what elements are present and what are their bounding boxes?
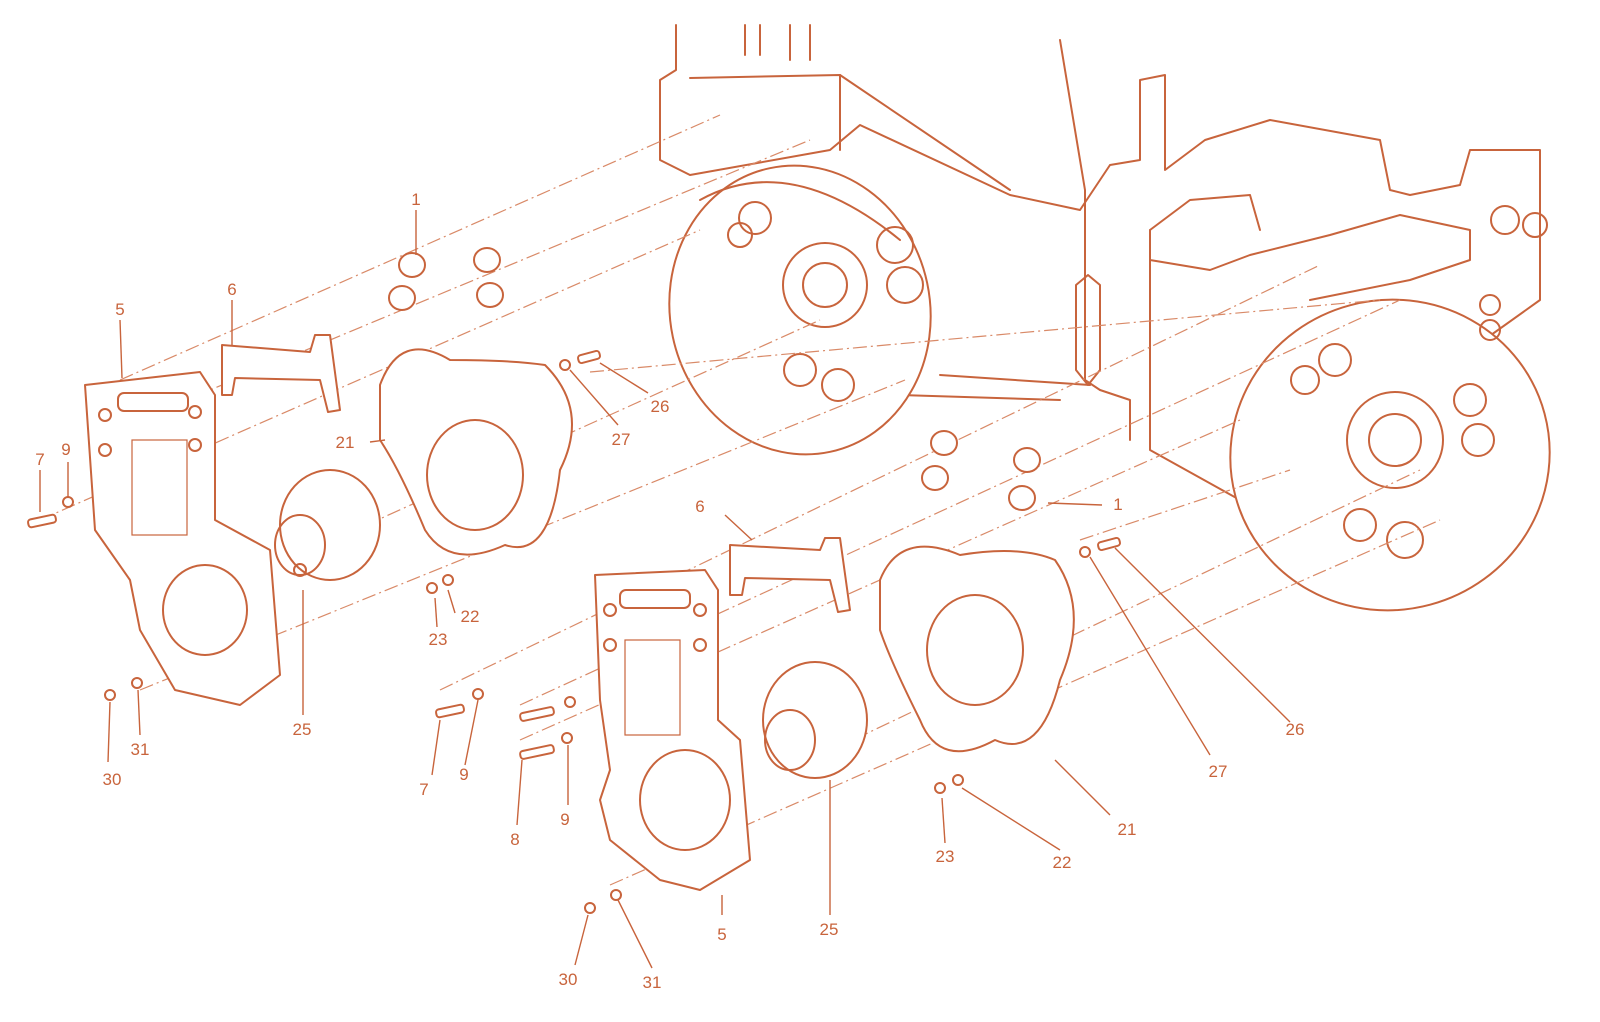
callout-9-mid: 9 (459, 765, 468, 784)
callout-31-right: 31 (643, 973, 662, 992)
callout-5-left: 5 (115, 300, 124, 319)
left-mount-plate-5 (84, 371, 281, 706)
callout-7-right: 7 (419, 780, 428, 799)
callout-labels: 1 1 5 5 6 6 7 7 8 9 9 9 21 21 22 22 23 2… (35, 190, 1304, 992)
callout-26-right: 26 (1286, 720, 1305, 739)
callout-31-left: 31 (131, 740, 150, 759)
left-bracket-6 (221, 334, 341, 413)
callout-1-left: 1 (411, 190, 420, 209)
left-motor-25 (274, 469, 381, 581)
callout-21-right: 21 (1118, 820, 1137, 839)
callout-26-left: 26 (651, 397, 670, 416)
callout-7-left: 7 (35, 450, 44, 469)
right-spacers-1 (921, 430, 1041, 511)
callout-6-right: 6 (695, 497, 704, 516)
callout-22-right: 22 (1053, 853, 1072, 872)
callout-23-right: 23 (936, 847, 955, 866)
callout-8: 8 (510, 830, 519, 849)
right-drum (1229, 294, 1551, 612)
callout-1-right: 1 (1113, 495, 1122, 514)
left-drum (668, 164, 932, 456)
callout-22-left: 22 (461, 607, 480, 626)
callout-21-left: 21 (336, 433, 355, 452)
right-bracket-6 (729, 537, 851, 613)
left-bolts (27, 349, 601, 701)
leader-lines (39, 210, 1291, 969)
right-bolts (435, 536, 1121, 914)
left-spacers-1 (388, 247, 504, 311)
right-motor-25 (762, 661, 868, 779)
callout-25-left: 25 (293, 720, 312, 739)
callout-30-right: 30 (559, 970, 578, 989)
callout-9-left: 9 (61, 440, 70, 459)
callout-23-left: 23 (429, 630, 448, 649)
left-cover-plate-21 (379, 348, 573, 556)
machine-frame (659, 24, 1548, 501)
callout-25-right: 25 (820, 920, 839, 939)
callout-6-left: 6 (227, 280, 236, 299)
callout-9-right: 9 (560, 810, 569, 829)
callout-27-right: 27 (1209, 762, 1228, 781)
right-mount-plate-5 (594, 569, 751, 891)
callout-27-left: 27 (612, 430, 631, 449)
right-cover-plate-21 (879, 545, 1075, 753)
callout-30-left: 30 (103, 770, 122, 789)
callout-5-right: 5 (717, 925, 726, 944)
